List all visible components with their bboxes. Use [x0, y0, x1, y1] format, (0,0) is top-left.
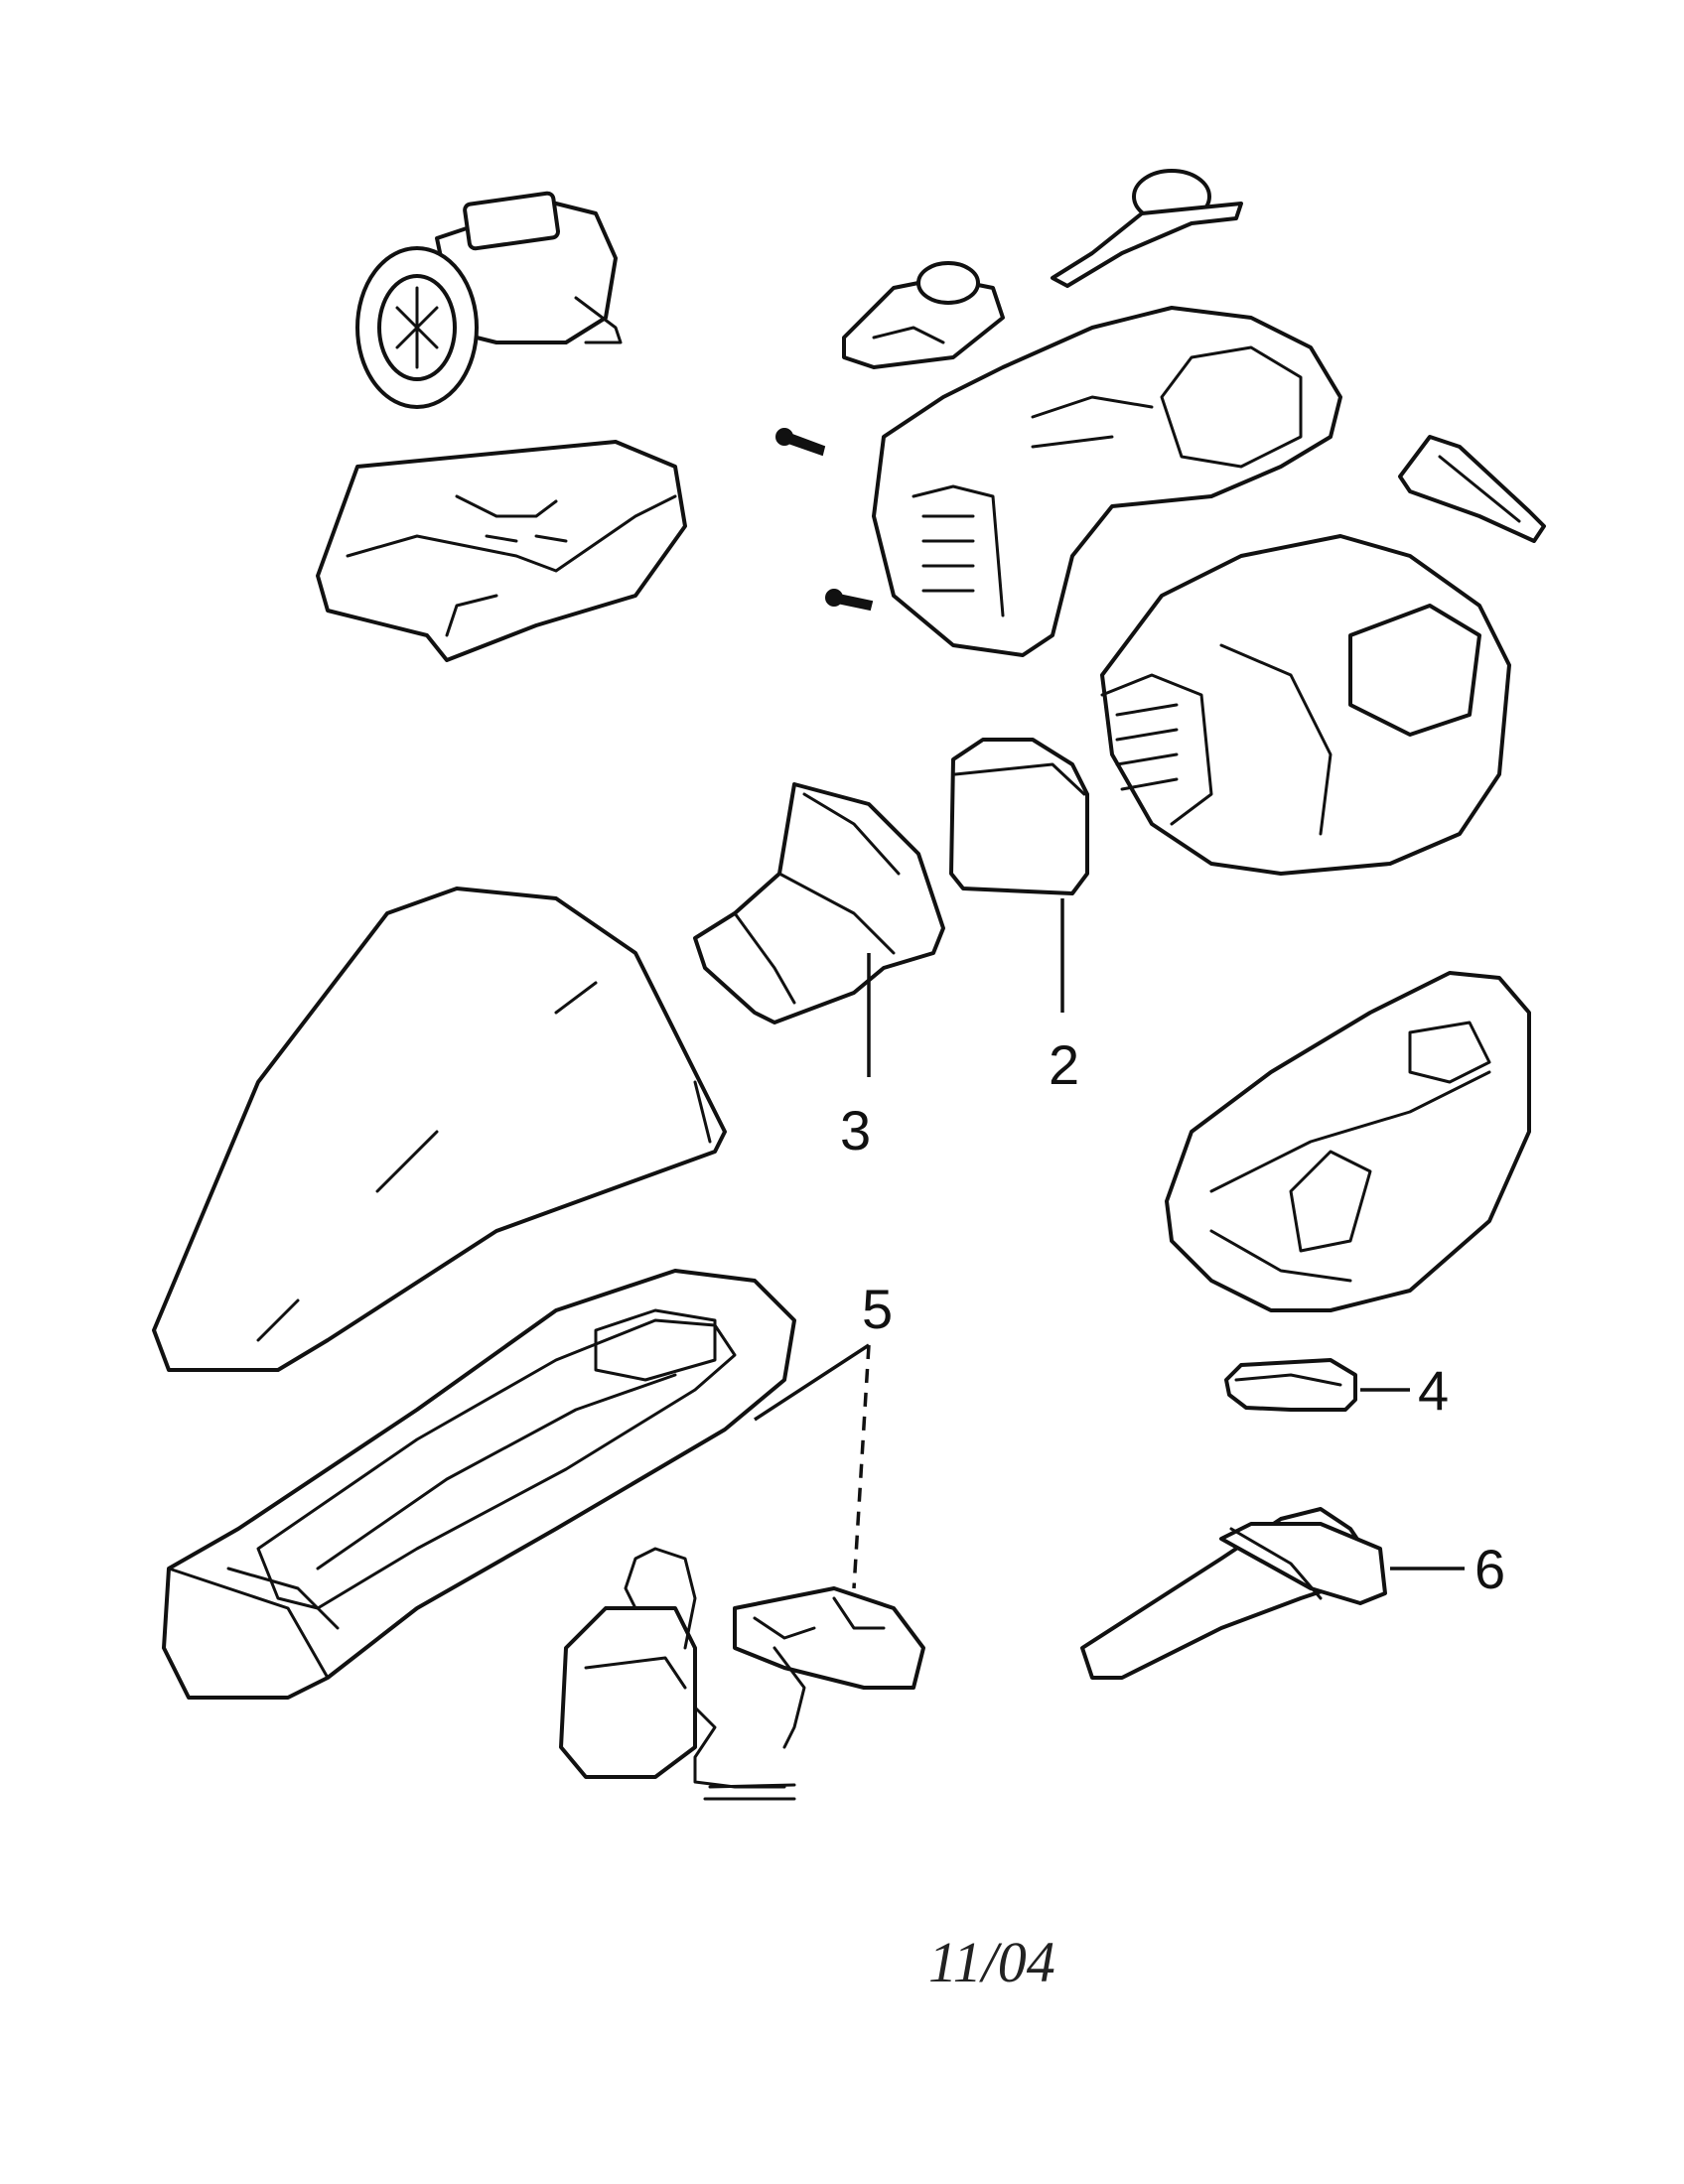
callout-3: 3 [840, 1099, 871, 1161]
side-clip [1398, 435, 1546, 543]
callout-6: 6 [1474, 1538, 1505, 1600]
callout-4: 4 [1418, 1359, 1449, 1422]
terminal-block [733, 1586, 925, 1749]
switch-button [842, 261, 1005, 369]
leader-lines [754, 898, 1465, 1589]
battery-pack [316, 440, 687, 662]
charging-base-part-5 [162, 1269, 796, 1700]
filter-part-2 [949, 738, 1089, 895]
callout-2: 2 [1049, 1033, 1079, 1096]
filter-cage-part-3 [693, 782, 945, 1024]
diagram-date: 11/04 [928, 1930, 1055, 1994]
crevice-tool-part-6 [1080, 1507, 1387, 1680]
lower-housing [1100, 534, 1511, 876]
upper-housing [872, 306, 1342, 657]
callout-5: 5 [862, 1278, 893, 1340]
screws [775, 428, 874, 612]
switch-actuator [1051, 169, 1243, 288]
wall-mount-bracket [1165, 971, 1531, 1312]
adapter-part-4 [1224, 1358, 1357, 1412]
dust-bowl [152, 887, 727, 1372]
charger-adapter [559, 1547, 796, 1801]
motor-fan-assembly [355, 191, 623, 409]
